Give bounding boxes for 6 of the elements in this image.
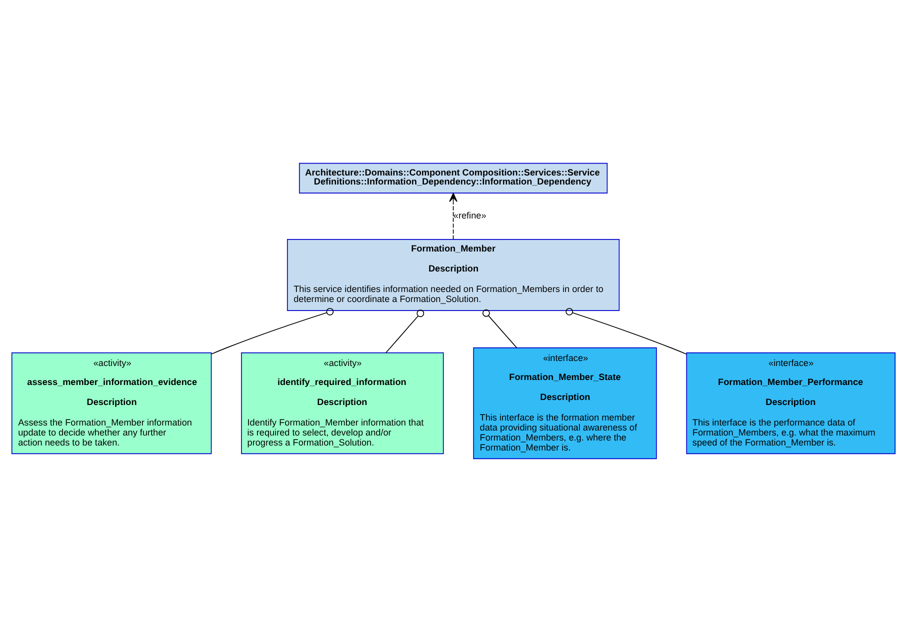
connector — [386, 309, 424, 353]
arrow — [449, 192, 458, 240]
connector — [211, 307, 334, 354]
edge-label: «refine» — [453, 210, 486, 220]
connector — [482, 308, 518, 348]
connector — [566, 307, 687, 354]
